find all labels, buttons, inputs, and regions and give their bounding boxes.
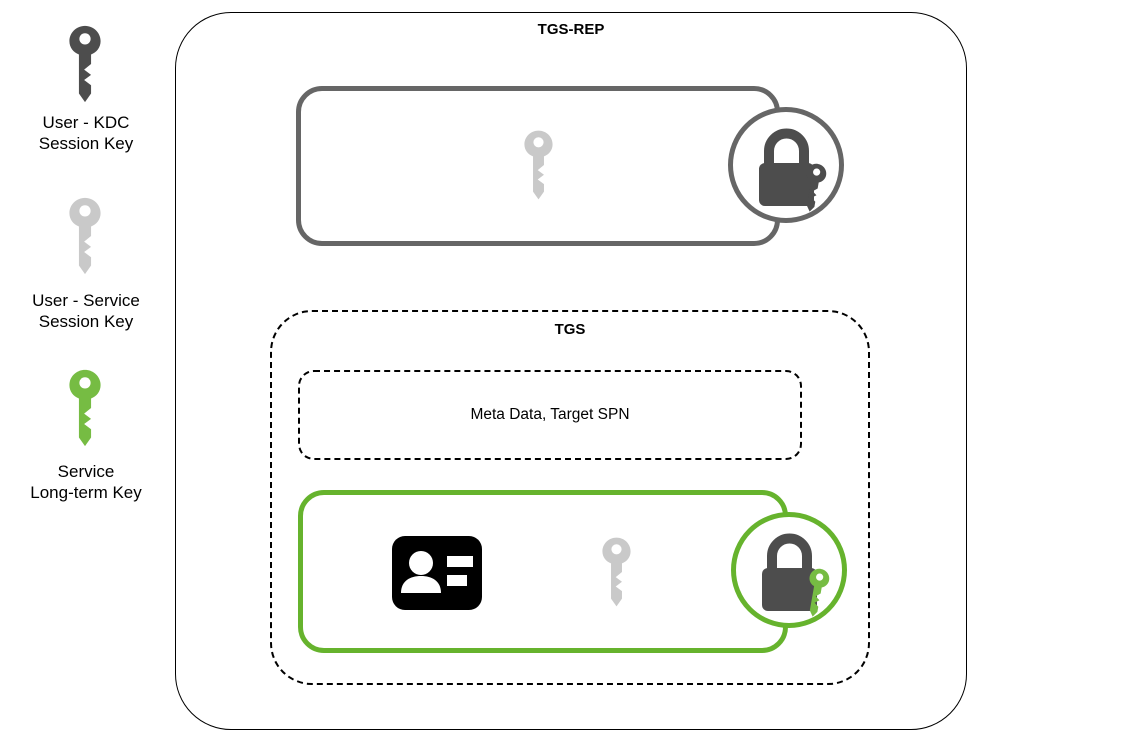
key-hole [79, 205, 91, 217]
key-shape [69, 197, 101, 275]
padlock-shackle [767, 533, 812, 572]
card-background [392, 536, 482, 610]
padlock-body [762, 568, 817, 611]
key-hole [816, 573, 824, 581]
person-shoulders [401, 576, 441, 593]
card-line-2 [447, 575, 467, 586]
legend-label-line: Long-term Key [30, 483, 142, 502]
legend-label-line: Session Key [38, 312, 134, 331]
key-shape [524, 130, 553, 200]
legend-label-user-kdc: User - KDC Session Key [0, 112, 172, 154]
small-key-icon [809, 568, 830, 617]
padlock-body [759, 163, 814, 206]
meta-data-text: Meta Data, Target SPN [470, 406, 630, 423]
lock-badge-service-key [731, 512, 847, 628]
key-hole [79, 33, 91, 45]
key-hole [611, 544, 622, 555]
small-key-icon [806, 163, 827, 212]
key-shape [69, 369, 101, 447]
key-hole [533, 137, 544, 148]
service-long-term-key-icon [69, 369, 101, 447]
key-shape [69, 25, 101, 103]
key-shape [806, 163, 827, 212]
user-kdc-session-key-icon [69, 25, 101, 103]
key-hole [79, 377, 91, 389]
key-shape [602, 537, 631, 607]
person-head [409, 551, 433, 575]
lock-badge-kdc-key [728, 107, 844, 223]
tgs-rep-title: TGS-REP [537, 21, 605, 38]
padlock-with-key-icon [762, 533, 830, 617]
meta-data-box: Meta Data, Target SPN [298, 370, 802, 460]
user-service-session-key-icon [602, 537, 631, 607]
key-hole [813, 168, 821, 176]
card-line-1 [447, 556, 473, 567]
tgs-title: TGS [554, 321, 586, 338]
key-shape [809, 568, 830, 617]
legend-label-line: User - Service [32, 291, 140, 310]
padlock-shackle [764, 128, 809, 167]
service-ticket-box [298, 490, 788, 653]
legend-label-line: Session Key [38, 134, 134, 153]
legend-label-line: Service [57, 462, 115, 481]
legend-label-line: User - KDC [42, 113, 130, 132]
user-service-session-key-icon [69, 197, 101, 275]
id-card-icon [392, 536, 482, 610]
legend-label-service-longterm: Service Long-term Key [0, 461, 172, 503]
tgs-ticket-container [270, 310, 870, 685]
user-service-session-key-icon [524, 130, 553, 200]
padlock-with-key-icon [759, 128, 827, 212]
legend-label-user-service: User - Service Session Key [0, 290, 172, 332]
